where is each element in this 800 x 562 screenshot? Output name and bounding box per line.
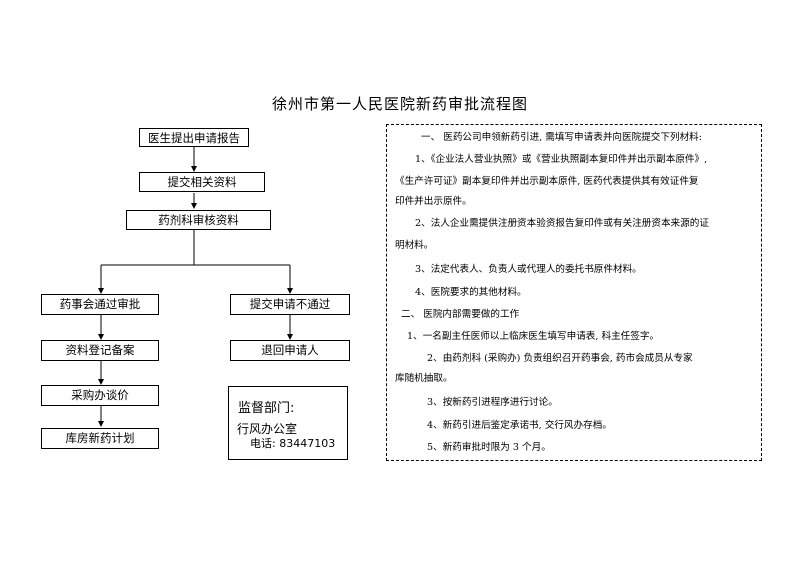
- step-return-applicant: 退回申请人: [230, 340, 350, 361]
- rule-line: 明材料。: [395, 240, 434, 251]
- rule-line: 3、法定代表人、负责人或代理人的委托书原件材料。: [415, 264, 642, 275]
- page-title: 徐州市第一人民医院新药审批流程图: [271, 95, 528, 113]
- rule-line: 4、新药引进后鉴定承诺书, 交行风办存档。: [427, 420, 612, 431]
- step-warehouse-plan: 库房新药计划: [41, 428, 159, 449]
- rule-line: 1、《企业法人营业执照》或《营业执照副本复印件并出示副本原件》,: [415, 154, 708, 165]
- rule-line: 2、由药剂科 (采购办) 负责组织召开药事会, 药市会成员从专家: [427, 353, 693, 364]
- supervision-phone: 电话: 83447103: [250, 437, 336, 450]
- step-pharmacy-review: 药剂科审核资料: [126, 210, 271, 230]
- rule-line: 4、医院要求的其他材料。: [415, 287, 527, 298]
- rule-line: 5、新药审批时限为 3 个月。: [427, 442, 551, 453]
- supervision-office: 行风办公室: [237, 422, 298, 436]
- rule-line: 二、 医院内部需要做的工作: [401, 309, 520, 320]
- rule-line: 1、一名副主任医师以上临床医生填写申请表, 科主任签字。: [407, 331, 660, 342]
- step-doctor-apply: 医生提出申请报告: [139, 128, 249, 147]
- supervision-heading: 监督部门:: [238, 401, 295, 416]
- rule-line: 印件并出示原件。: [395, 196, 472, 207]
- rules-panel: 一、 医药公司申领新药引进, 需填写申请表并向医院提交下列材料: 1、《企业法人…: [386, 124, 762, 461]
- step-purchase-talk: 采购办谈价: [41, 385, 159, 406]
- step-not-pass: 提交申请不通过: [230, 294, 350, 315]
- supervision-box: 监督部门: 行风办公室 电话: 83447103: [228, 386, 348, 460]
- rule-line: 库随机抽取。: [395, 373, 453, 384]
- step-submit-docs: 提交相关资料: [139, 172, 265, 192]
- rule-line: 《生产许可证》副本复印件并出示副本原件, 医药代表提供其有效证件复: [395, 176, 699, 187]
- rule-line: 3、按新药引进程序进行讨论。: [427, 397, 558, 408]
- step-committee-pass: 药事会通过审批: [41, 294, 159, 315]
- step-register: 资料登记备案: [41, 340, 159, 361]
- rule-line: 一、 医药公司申领新药引进, 需填写申请表并向医院提交下列材料:: [421, 132, 703, 143]
- rule-line: 2、法人企业需提供注册资本验资报告复印件或有关注册资本来源的证: [415, 218, 709, 229]
